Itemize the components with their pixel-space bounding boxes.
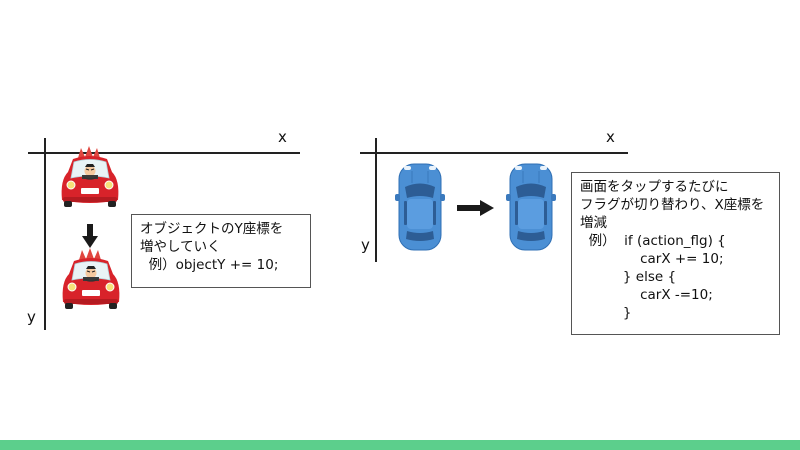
right-note-line: 例） if (action_flg) { xyxy=(580,233,726,249)
red-car-front-icon xyxy=(61,247,121,310)
left-note-line: 増やしていく xyxy=(140,239,221,255)
left-note-box: オブジェクトのY座標を 増やしていく 例）objectY += 10; xyxy=(131,214,311,288)
right-note-line: } xyxy=(580,305,632,321)
down-arrow-icon xyxy=(82,224,98,248)
bottom-accent-bar xyxy=(0,440,800,450)
blue-car-top-icon xyxy=(505,163,557,251)
left-note-line: 例）objectY += 10; xyxy=(140,257,279,273)
right-note-line: フラグが切り替わり、X座標を xyxy=(580,197,765,213)
left-y-axis-label: y xyxy=(27,308,36,326)
red-car-front-icon xyxy=(60,145,120,208)
right-note-line: 増減 xyxy=(580,215,607,231)
right-y-axis-label: y xyxy=(361,236,370,254)
right-note-line: carX -=10; xyxy=(580,287,713,303)
right-x-axis-label: x xyxy=(606,128,615,146)
blue-car-top-icon xyxy=(394,163,446,251)
right-note-line: 画面をタップするたびに xyxy=(580,179,729,195)
right-arrow-icon xyxy=(457,200,494,216)
left-note-line: オブジェクトのY座標を xyxy=(140,221,284,237)
right-note-box: 画面をタップするたびに フラグが切り替わり、X座標を 増減 例） if (act… xyxy=(571,172,780,335)
left-x-axis-label: x xyxy=(278,128,287,146)
right-note-line: carX += 10; xyxy=(580,251,724,267)
right-note-line: } else { xyxy=(580,269,677,285)
